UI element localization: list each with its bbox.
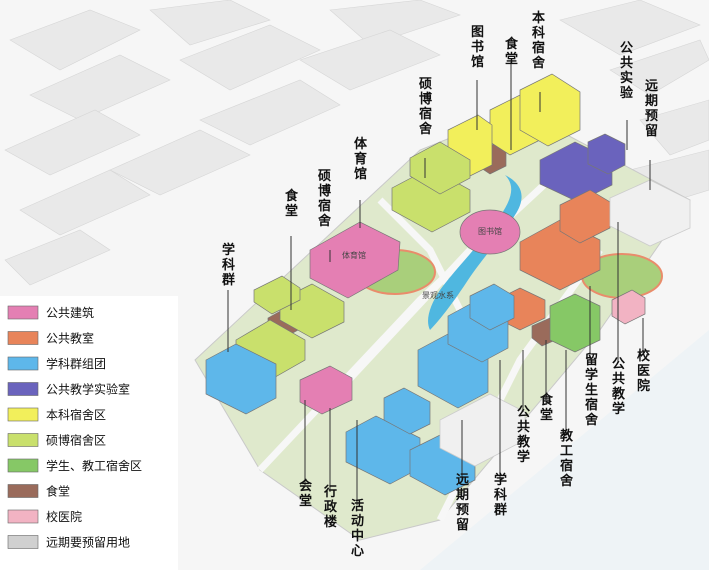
label-future-reserve-bottom: 远期预留 [456, 473, 469, 533]
legend-swatch [7, 509, 39, 524]
legend-swatch [7, 535, 39, 549]
legend-label: 硕博宿舍区 [46, 433, 106, 448]
legend-swatch [7, 356, 39, 371]
label-staff-dorm: 教工宿舍 [559, 428, 574, 489]
library-map-text: 图书馆 [478, 226, 502, 236]
label-canteen-top: 食堂 [505, 36, 519, 67]
legend-swatch [7, 433, 39, 447]
river-area [420, 330, 709, 570]
landscape-water [428, 175, 522, 330]
label-grad-dorm-mid: 硕博宿舍 [318, 169, 332, 229]
legend-label: 校医院 [46, 509, 82, 524]
legend-label: 远期要预留用地 [46, 536, 130, 550]
context-blocks [4, 0, 709, 286]
label-discipline-bottom: 学科群 [494, 472, 507, 518]
label-canteen-bottom: 食堂 [540, 392, 554, 423]
water-map-text: 景观水系 [422, 290, 454, 300]
label-public-lab: 公共实验 [620, 41, 634, 101]
gym-map-text: 体育馆 [342, 250, 366, 260]
staff-dorm-building [549, 293, 601, 353]
label-grad-dorm-top: 硕博宿舍 [419, 77, 433, 137]
label-canteen-mid: 食堂 [285, 188, 299, 219]
public-lab-building [539, 133, 626, 203]
label-hospital: 校医院 [637, 348, 651, 394]
legend-swatch [7, 484, 39, 498]
label-intl-dorm: 留学生宿舍 [585, 352, 599, 428]
legend-swatch [7, 458, 39, 473]
map-legend: 公共建筑公共教室学科群组团公共教学实验室本科宿舍区硕博宿舍区学生、教工宿舍区食堂… [0, 296, 178, 570]
label-library: 图书馆 [471, 25, 484, 70]
label-undergrad-dorm: 本科宿舍 [532, 10, 546, 71]
legend-swatch [7, 305, 39, 320]
label-activity-center: 活动中心 [351, 498, 364, 559]
leader-lines [227, 62, 651, 505]
legend-swatch [7, 382, 39, 396]
label-auditorium: 会堂 [299, 478, 313, 509]
public-classroom-cluster [495, 189, 611, 331]
label-discipline-left: 学科群 [222, 242, 235, 288]
legend-label: 学生、教工宿舍区 [46, 458, 142, 473]
reserved-lots [439, 179, 691, 467]
legend-label: 食堂 [46, 484, 70, 499]
label-future-reserve-top: 远期预留 [645, 79, 658, 139]
legend-swatch [7, 407, 39, 422]
legend-label: 学科群组团 [46, 356, 106, 371]
label-public-teaching-right: 公共教学 [611, 357, 626, 417]
legend-label: 公共教室 [46, 331, 94, 346]
label-public-teaching-bottom: 公共教学 [516, 405, 531, 465]
legend-label: 公共教学实验室 [46, 382, 130, 397]
legend-swatch [7, 331, 39, 345]
map-labels: 本科宿舍 食堂 图书馆 公共实验 远期预留 硕博宿舍 体育馆 硕博宿舍 食堂 学… [222, 10, 658, 559]
label-gym: 体育馆 [354, 136, 368, 182]
legend-label: 本科宿舍区 [46, 407, 106, 422]
hospital-building [611, 289, 646, 325]
library-building [459, 209, 521, 255]
legend-label: 公共建筑 [46, 305, 94, 320]
label-admin-building: 行政楼 [323, 484, 338, 530]
admin-building [299, 365, 353, 415]
